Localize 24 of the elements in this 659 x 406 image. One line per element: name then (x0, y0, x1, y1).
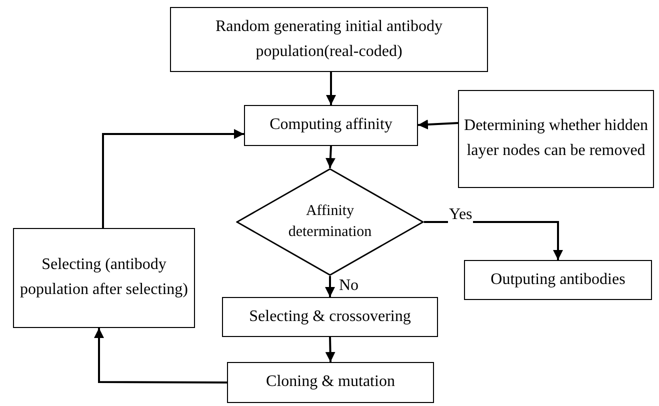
process-box (227, 362, 434, 403)
node-text: Outputing antibodies (490, 270, 626, 290)
node-text: Determining whether hidden layer nodes can be removed (463, 116, 649, 161)
process-box (222, 297, 438, 337)
decision-diamond (236, 168, 424, 276)
process-box (13, 228, 195, 328)
node-text: Selecting & crossovering (249, 306, 411, 327)
node-text: Cloning & mutation (266, 372, 395, 392)
node-text: Selecting (antibody population after selecting) (19, 255, 189, 300)
arrow (418, 120, 458, 130)
arrow (325, 276, 335, 297)
arrow (325, 336, 336, 362)
arrow (102, 129, 244, 228)
process-box (244, 105, 418, 146)
arrow (94, 328, 227, 384)
node-text: Affinity determination (287, 202, 373, 242)
process-box (170, 7, 488, 72)
edge-label: Yes (448, 206, 474, 224)
arrow (325, 146, 336, 168)
process-box (464, 260, 652, 300)
node-text: Computing affinity (270, 115, 392, 136)
process-box (458, 90, 654, 188)
arrow (326, 72, 336, 105)
node-text: Random generating initial antibody population(real-coded) (214, 16, 444, 62)
